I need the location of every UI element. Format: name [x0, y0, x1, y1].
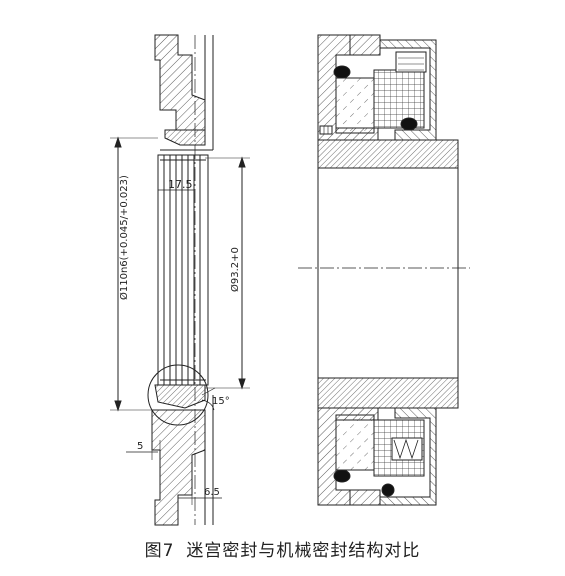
figure-number: 图7: [144, 541, 175, 561]
upper-o-ring-2: [400, 117, 418, 131]
lower-seat-ring: [335, 414, 375, 471]
upper-o-ring-1: [333, 65, 351, 79]
lower-spring: [393, 438, 419, 460]
upper-seat-ring: [335, 77, 375, 134]
dim-phi110-label: Ø110n6(+0.045/+0.023): [118, 175, 130, 300]
figure-title: 迷宫密封与机械密封结构对比: [186, 541, 421, 561]
labyrinth-seal-view: [110, 34, 250, 526]
dim-6-5-label: 6.5: [204, 487, 220, 498]
mechanical-seal-view: [298, 34, 470, 506]
lower-left-housing: [317, 407, 379, 506]
angle-15-label: 15°: [212, 396, 230, 407]
lower-o-ring-2: [381, 483, 395, 497]
dim-phi93-label: Ø93.2+0: [229, 247, 241, 292]
dim-17-5-label: 17.5: [168, 178, 193, 191]
lower-sleeve: [317, 377, 459, 409]
upper-sleeve: [317, 139, 459, 169]
lower-housing: [151, 409, 206, 526]
figure-caption: 图7 迷宫密封与机械密封结构对比: [0, 536, 565, 561]
upper-face-ring: [373, 69, 425, 129]
dim-5-label: 5: [137, 441, 143, 452]
upper-housing: [154, 34, 206, 131]
lower-right-housing: [379, 407, 437, 506]
upper-right-housing: [379, 39, 437, 141]
lower-o-ring-1: [333, 469, 351, 483]
